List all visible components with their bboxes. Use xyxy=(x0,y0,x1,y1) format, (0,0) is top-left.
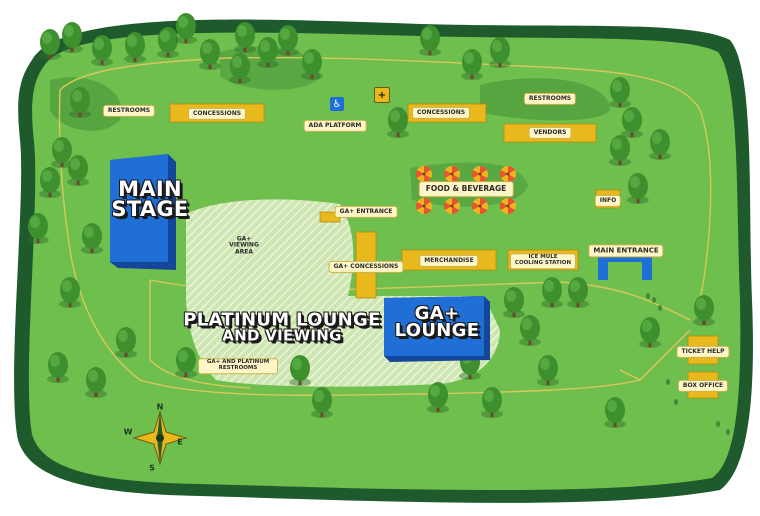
main-entrance-gate xyxy=(598,256,652,280)
main-stage-block xyxy=(110,154,176,270)
main-entrance-label: MAIN ENTRANCE xyxy=(588,244,664,258)
ada-platform-label: ADA PLATFORM xyxy=(303,119,367,133)
ga-entrance-label: GA+ ENTRANCE xyxy=(334,205,398,219)
first-aid-icon: + xyxy=(374,87,390,103)
compass-south: S xyxy=(149,463,155,473)
compass-east: E xyxy=(177,437,183,447)
vendors-label: VENDORS xyxy=(528,126,572,140)
ga-lounge-label: GA+ LOUNGE xyxy=(394,302,480,341)
ga-platinum-restrooms-label: GA+ AND PLATINUM RESTROOMS xyxy=(198,358,278,374)
concessions-center-label: CONCESSIONS xyxy=(411,106,471,120)
compass-west: W xyxy=(123,427,133,437)
concessions-north-label: CONCESSIONS xyxy=(187,107,247,121)
ticket-help-label: TICKET HELP xyxy=(676,345,730,359)
ga-concessions-label: GA+ CONCESSIONS xyxy=(328,260,404,274)
food-beverage-label: FOOD & BEVERAGE xyxy=(418,181,514,197)
restrooms-west-label: RESTROOMS xyxy=(102,104,156,118)
ga-lounge-block xyxy=(384,296,490,362)
platinum-lounge-label: PLATINUM LOUNGE AND VIEWING xyxy=(183,309,381,345)
wheelchair-icon: ♿ xyxy=(330,97,344,111)
info-label: INFO xyxy=(594,194,622,208)
ga-viewing-area-label: GA+ VIEWING AREA xyxy=(229,235,259,256)
ice-mule-label: ICE MULE COOLING STATION xyxy=(510,253,576,269)
footprints xyxy=(646,293,730,435)
merchandise-label: MERCHANDISE xyxy=(419,254,479,268)
box-office-label: BOX OFFICE xyxy=(677,379,729,393)
compass-north: N xyxy=(156,402,164,412)
compass-rose xyxy=(132,410,188,466)
walking-paths xyxy=(58,56,712,396)
main-stage-label: MAIN STAGE xyxy=(111,177,189,221)
restrooms-east-label: RESTROOMS xyxy=(523,92,577,106)
